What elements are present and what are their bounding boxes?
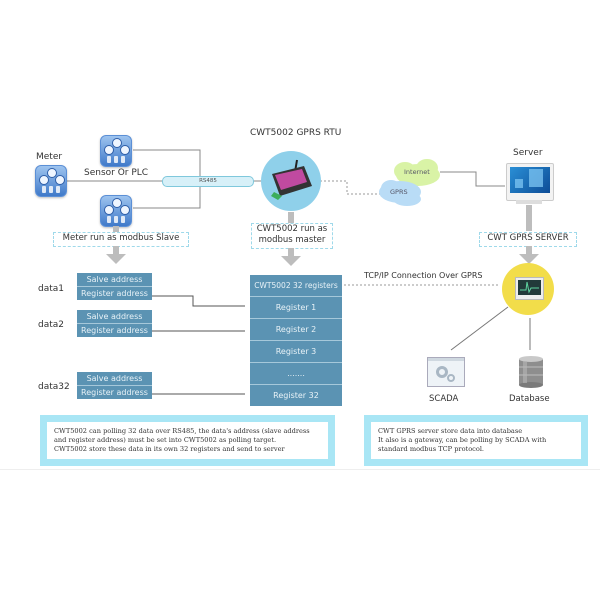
meter-icon <box>35 165 67 197</box>
note-right-line: It also is a gateway, can be polling by … <box>378 436 547 444</box>
meter-label: Meter <box>36 152 63 162</box>
register-row: ....... <box>250 362 342 384</box>
data-group-box: Salve address Register address <box>77 273 152 300</box>
data1-arrow <box>152 295 245 307</box>
slave-address-cell: Salve address <box>86 312 143 321</box>
master-caption: CWT5002 run as modbus master <box>251 223 333 249</box>
slave-address-cell: Salve address <box>86 374 143 383</box>
server-monitor-icon <box>506 163 554 201</box>
sensor-plc-icon <box>100 135 132 167</box>
server-label: Server <box>513 148 543 158</box>
server-caption: CWT GPRS SERVER <box>479 232 577 247</box>
note-right: CWT GPRS server store data into database… <box>364 415 588 466</box>
slave-down-arrow <box>106 254 126 264</box>
note-left-line: CWT5002 store these data in its own 32 r… <box>54 445 285 453</box>
master-caption-line1: CWT5002 run as <box>256 224 328 234</box>
register-address-cell: Register address <box>77 286 152 300</box>
register-row: Register 1 <box>250 296 342 318</box>
register-row: Register 3 <box>250 340 342 362</box>
scada-arrow <box>450 306 509 351</box>
internet-label: Internet <box>404 168 430 176</box>
rtu-cloud-line <box>320 180 380 195</box>
data-group-box: Salve address Register address <box>77 310 152 337</box>
register-row: Register 2 <box>250 318 342 340</box>
gateway-monitor-icon <box>515 277 544 300</box>
slave-down-stem <box>113 246 119 254</box>
note-right-line: standard modbus TCP protocol. <box>378 445 485 453</box>
rtu-title: CWT5002 GPRS RTU <box>250 128 342 138</box>
note-left-line: and register address) must be set into C… <box>54 436 277 444</box>
data-group-name: data2 <box>38 320 64 330</box>
scada-label: SCADA <box>429 394 459 404</box>
register-row: Register 32 <box>250 384 342 406</box>
server-down-stem <box>526 246 532 254</box>
slave-stem <box>113 226 119 232</box>
master-down-arrow <box>281 256 301 266</box>
note-left: CWT5002 can polling 32 data over RS485, … <box>40 415 335 466</box>
bottom-divider <box>0 469 600 470</box>
note-left-line: CWT5002 can polling 32 data over RS485, … <box>54 427 310 435</box>
tcp-connection-label: TCP/IP Connection Over GPRS <box>364 271 483 280</box>
scada-icon <box>427 357 465 387</box>
server-stand <box>516 200 542 204</box>
gprs-label: GPRS <box>390 188 408 196</box>
note-right-line: CWT GPRS server store data into database <box>378 427 523 435</box>
master-caption-line2: modbus master <box>258 235 326 245</box>
rtu-device-icon <box>271 159 312 200</box>
rtu-stem <box>288 212 294 224</box>
server-down-arrow <box>519 254 539 264</box>
master-down-stem <box>288 248 294 256</box>
rs485-bus-label: RS485 <box>162 176 254 187</box>
sensor-plc-label: Sensor Or PLC <box>84 168 149 178</box>
gprs-cloud-icon <box>379 180 421 206</box>
slave-caption: Meter run as modbus Slave <box>53 232 189 247</box>
register-table: CWT5002 32 registers Register 1 Register… <box>250 275 342 406</box>
data-group-name: data1 <box>38 284 64 294</box>
database-label: Database <box>509 394 550 404</box>
register-address-cell: Register address <box>77 323 152 337</box>
internet-cloud-icon <box>394 159 440 186</box>
slave-device-icon <box>100 195 132 227</box>
database-icon <box>519 356 543 388</box>
cloud-icons <box>379 159 440 206</box>
register-header: CWT5002 32 registers <box>254 281 338 290</box>
slave-address-cell: Salve address <box>86 275 143 284</box>
register-address-cell: Register address <box>77 385 152 399</box>
data-group-box: Salve address Register address <box>77 372 152 399</box>
server-stem <box>526 205 532 231</box>
data-group-name: data32 <box>38 382 70 392</box>
internet-server-line <box>440 171 505 187</box>
